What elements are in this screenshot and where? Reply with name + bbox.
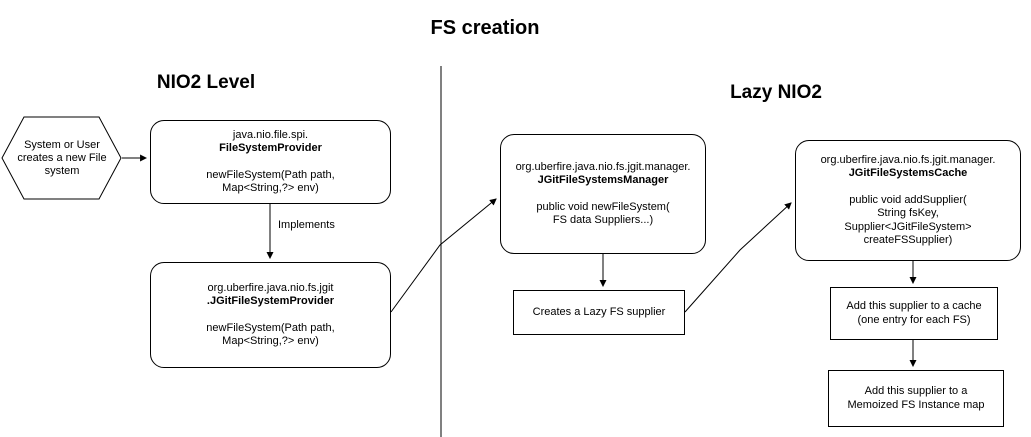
implements-label: Implements [278,219,335,231]
method-signature: public void addSupplier( String fsKey, S… [844,193,972,247]
arrow-jgitprovider-to-manager [390,198,497,313]
package-name: org.uberfire.java.nio.fs.jgit.manager. [515,160,691,173]
node-filesystemprovider: java.nio.file.spi. FileSystemProvider ne… [150,120,391,204]
start-hexagon-shape [1,116,122,200]
package-name: java.nio.file.spi. [232,128,309,141]
step-label: Add this supplier to a cache (one entry … [846,300,982,326]
method-signature: newFileSystem(Path path, Map<String,?> e… [206,321,335,348]
class-name: .JGitFileSystemProvider [206,295,335,307]
node-creates-lazy-fs-supplier: Creates a Lazy FS supplier [513,290,685,335]
connector-group [1,66,917,437]
node-add-supplier-to-memoized-map: Add this supplier to a Memoized FS Insta… [828,370,1004,427]
node-jgitfilesystemsmanager: org.uberfire.java.nio.fs.jgit.manager. J… [500,134,706,254]
package-name: org.uberfire.java.nio.fs.jgit [207,281,334,294]
class-name: JGitFileSystemsManager [537,174,669,186]
section-heading-lazy-nio2: Lazy NIO2 [730,82,822,103]
start-hexagon-label: System or User creates a new File system [17,139,107,177]
method-signature: public void newFileSystem( FS data Suppl… [536,200,670,227]
step-label: Creates a Lazy FS supplier [532,305,666,318]
step-label: Add this supplier to a Memoized FS Insta… [847,385,985,411]
arrow-lazy-supplier-to-cache [684,202,792,313]
method-signature: newFileSystem(Path path, Map<String,?> e… [206,168,335,195]
node-add-supplier-to-cache: Add this supplier to a cache (one entry … [830,287,998,340]
node-jgitfilesystemprovider: org.uberfire.java.nio.fs.jgit .JGitFileS… [150,262,391,368]
diagram-title: FS creation [430,17,540,39]
class-name: JGitFileSystemsCache [848,167,968,179]
package-name: org.uberfire.java.nio.fs.jgit.manager. [820,153,996,166]
class-name: FileSystemProvider [219,142,322,154]
node-jgitfilesystemscache: org.uberfire.java.nio.fs.jgit.manager. J… [795,140,1021,261]
section-heading-nio2: NIO2 Level [156,72,256,93]
